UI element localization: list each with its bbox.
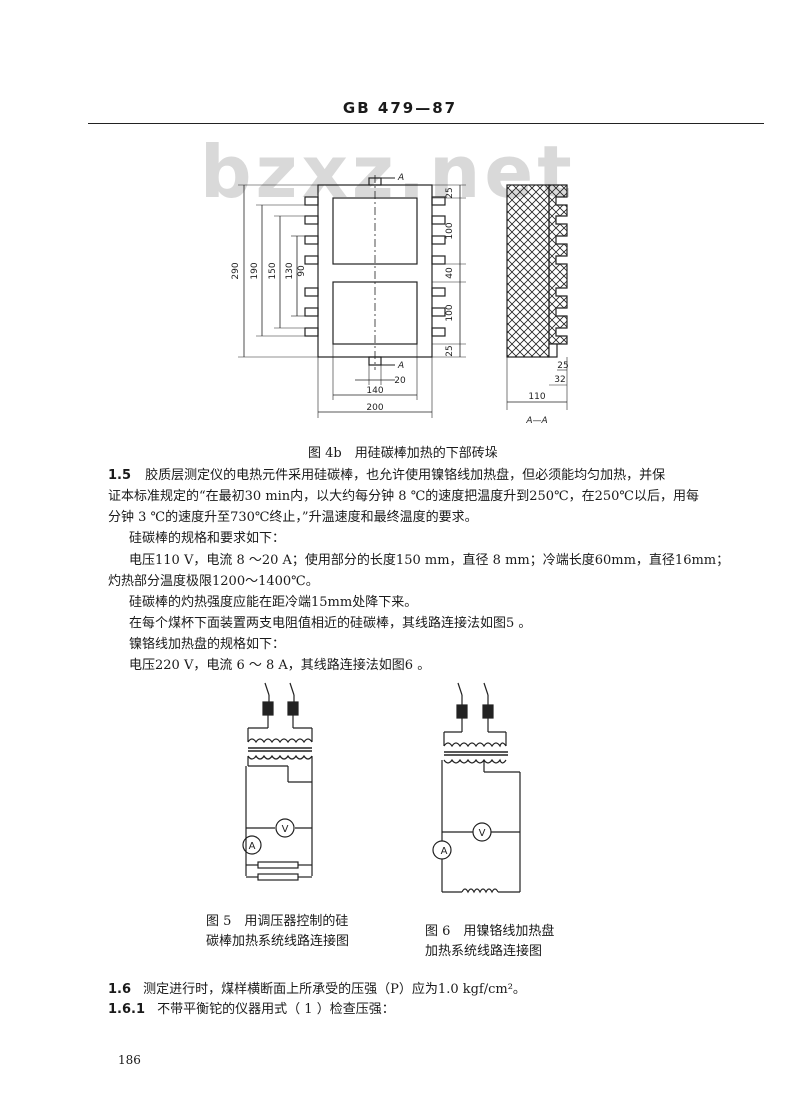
figure-4b-drawing: 25 100 40 100 25 290 190 150 130 90 20 1…	[231, 173, 569, 425]
section-1-5-number: 1.5	[108, 468, 132, 483]
dim-130: 130	[285, 262, 295, 279]
dim-190: 190	[250, 262, 260, 279]
dim-200: 200	[366, 403, 383, 413]
figure-5-caption-line-2: 碳棒加热系统线路连接图	[206, 934, 350, 949]
dim-90: 90	[297, 265, 307, 277]
dim-section-32: 32	[554, 375, 565, 385]
section-1-5-p4: 硅碳棒的灼热强度应能在距冷端15mm处降下来。	[129, 595, 418, 610]
figure-5-caption: 图 5 用调压器控制的硅 碳棒加热系统线路连接图	[206, 912, 349, 952]
section-1-5-p3-line-1: 电压110 V，电流 8 ～20 A；使用部分的长度150 mm，直径 8 mm…	[129, 553, 730, 568]
dim-150: 150	[268, 262, 278, 279]
figure-6-circuit: V A	[432, 682, 521, 894]
figure-5-caption-line-1: 图 5 用调压器控制的硅	[206, 914, 349, 929]
section-view-label: A—A	[525, 416, 547, 425]
fig5-ammeter-label: A	[249, 841, 256, 852]
section-1-5-p3-line-2: 灼热部分温度极限1200～1400℃。	[108, 574, 319, 589]
section-1-5-line-2: 证本标准规定的“在最初30 min内，以大约每分钟 8 ℃的速度把温度升到250…	[108, 489, 699, 504]
figure-5-circuit: V A	[242, 682, 313, 881]
section-1-6-1-number: 1.6.1	[108, 1002, 146, 1017]
figure-4b-caption: 图 4b 用硅碳棒加热的下部砖垛	[308, 446, 498, 461]
section-1-5-line-3: 分钟 3 ℃的速度升至730℃终止，”升温速度和最终温度的要求。	[108, 510, 478, 525]
figure-6-caption: 图 6 用镍铬线加热盘 加热系统线路连接图	[425, 922, 554, 962]
dim-20: 20	[394, 376, 406, 386]
figure-6-caption-line-1: 图 6 用镍铬线加热盘	[425, 924, 555, 939]
fig6-voltmeter-label: V	[479, 828, 486, 839]
dim-100-top: 100	[445, 222, 455, 239]
section-mark-top: A	[397, 173, 404, 183]
figure-6-caption-line-2: 加热系统线路连接图	[425, 944, 543, 959]
dim-section-25: 25	[557, 361, 568, 371]
dim-290: 290	[231, 262, 241, 279]
dim-25-top: 25	[445, 187, 455, 198]
page-number: 186	[118, 1053, 141, 1067]
section-1-5-p5: 在每个煤杯下面装置两支电阻值相近的硅碳棒，其线路连接法如图5 。	[129, 616, 532, 631]
dim-40: 40	[445, 267, 455, 279]
dim-140: 140	[366, 386, 383, 396]
section-1-6-1: 1.6.1 不带平衡铊的仪器用式（ 1 ）检查压强：	[108, 998, 395, 1017]
fig6-ammeter-label: A	[441, 846, 448, 857]
fig5-voltmeter-label: V	[282, 824, 289, 835]
dim-100-bottom: 100	[445, 304, 455, 321]
section-1-6-number: 1.6	[108, 982, 132, 997]
section-1-6: 1.6 测定进行时，煤样横断面上所承受的压强（P）应为1.0 kgf/cm²。	[108, 978, 526, 997]
header-rule	[88, 123, 764, 124]
dim-section-110: 110	[528, 392, 545, 402]
dim-25-bottom: 25	[445, 345, 455, 356]
section-1-5-p7: 电压220 V，电流 6 ～ 8 A，其线路连接法如图6 。	[129, 658, 431, 673]
section-1-5-line-1: 1.5 胶质层测定仪的电热元件采用硅碳棒，也允许使用镍铬线加热盘，但必须能均匀加…	[108, 468, 666, 483]
section-1-5-p2: 硅碳棒的规格和要求如下：	[129, 531, 286, 546]
section-1-6-text: 测定进行时，煤样横断面上所承受的压强（P）应为1.0 kgf/cm²。	[143, 982, 526, 997]
section-1-6-1-text: 不带平衡铊的仪器用式（ 1 ）检查压强：	[157, 1002, 395, 1017]
standard-header: GB 479—87	[342, 99, 458, 117]
section-mark-bottom: A	[397, 361, 404, 371]
section-1-5-p6: 镍铬线加热盘的规格如下：	[129, 637, 286, 652]
